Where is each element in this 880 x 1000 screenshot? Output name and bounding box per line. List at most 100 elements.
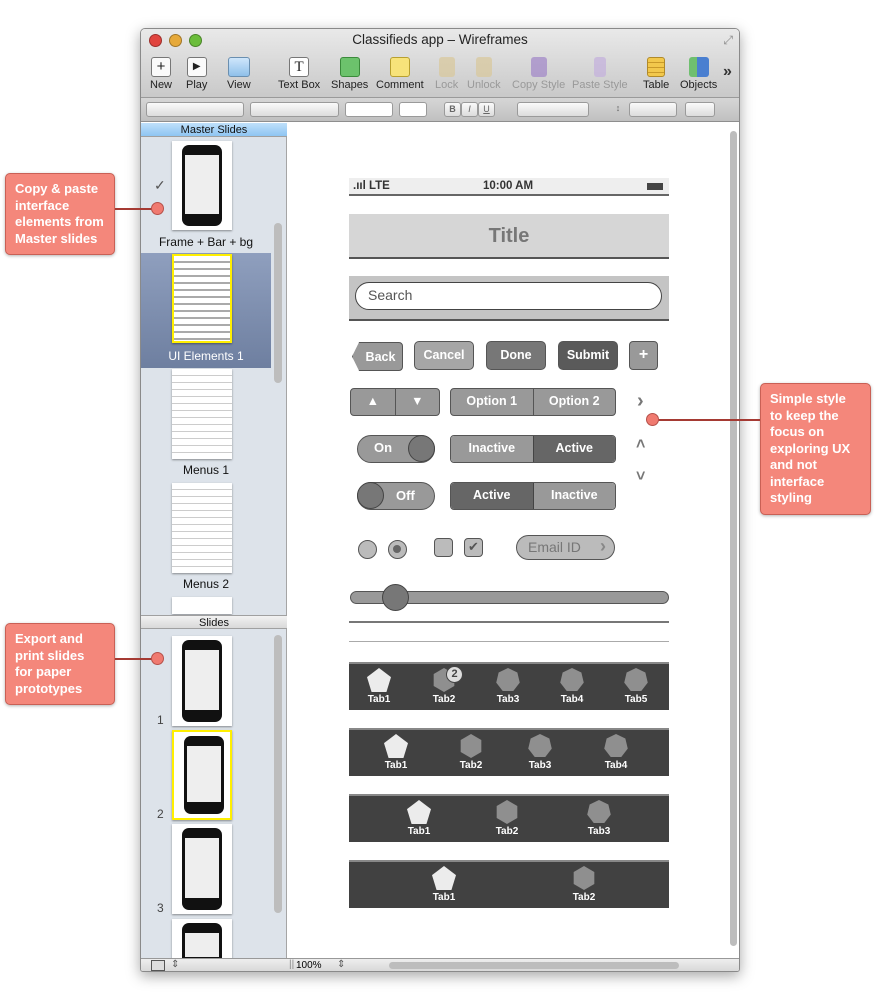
- toggle-on[interactable]: On: [357, 435, 435, 463]
- toolbar-comment[interactable]: Comment: [376, 57, 424, 91]
- checkbox-unchecked[interactable]: [434, 538, 453, 557]
- checkbox-checked[interactable]: ✔: [464, 538, 483, 557]
- slide-thumb-2[interactable]: [172, 730, 232, 820]
- tab-item[interactable]: Tab2: [451, 734, 491, 771]
- zoom-stepper-icon[interactable]: ⇕: [337, 959, 346, 970]
- color-well[interactable]: [399, 102, 427, 117]
- tab-item[interactable]: Tab1: [424, 866, 464, 903]
- chevron-right-icon: ›: [600, 536, 606, 556]
- tab-item[interactable]: Tab2: [487, 800, 527, 837]
- email-field[interactable]: Email ID ›: [516, 535, 615, 560]
- slide-thumb-3[interactable]: [172, 824, 232, 914]
- radio-unselected[interactable]: [358, 540, 377, 559]
- option-1[interactable]: Option 1: [451, 389, 534, 415]
- copy-style-icon: [530, 57, 547, 77]
- tab-item[interactable]: Tab3: [520, 734, 560, 771]
- radio-selected[interactable]: [388, 540, 407, 559]
- slide-thumb-4[interactable]: [172, 919, 232, 969]
- fullscreen-icon[interactable]: ⤢: [723, 33, 733, 47]
- tab-item[interactable]: Tab1: [359, 668, 399, 705]
- up-down-stepper[interactable]: ▲▼: [350, 388, 440, 416]
- master-thumb-ui-elements[interactable]: [172, 254, 232, 343]
- slide-thumb-1[interactable]: [172, 636, 232, 726]
- tab-item[interactable]: Tab4: [596, 734, 636, 771]
- slider[interactable]: [350, 584, 669, 611]
- toolbar-play[interactable]: ▶Play: [186, 57, 207, 91]
- bold-button[interactable]: B: [444, 102, 461, 117]
- horizontal-scrollbar[interactable]: [389, 962, 679, 969]
- toolbar-view[interactable]: View: [227, 57, 251, 91]
- tab-item[interactable]: Tab5: [616, 668, 656, 705]
- style-select[interactable]: [146, 102, 244, 117]
- master-thumb-menus2[interactable]: [172, 483, 232, 573]
- presenter-icon[interactable]: [151, 960, 165, 971]
- option-segmented-control[interactable]: Option 1 Option 2: [450, 388, 616, 416]
- up-arrow-button[interactable]: ▲: [351, 389, 396, 415]
- master-thumb-partial[interactable]: [172, 597, 232, 614]
- tab-item[interactable]: Tab3: [488, 668, 528, 705]
- font-select[interactable]: [250, 102, 339, 117]
- tab-item[interactable]: Tab1: [376, 734, 416, 771]
- toolbar-unlock[interactable]: Unlock: [467, 57, 501, 91]
- done-button[interactable]: Done: [486, 341, 546, 370]
- tab-label: Tab4: [604, 760, 628, 771]
- slides-scrollbar[interactable]: [274, 635, 282, 913]
- columns-select[interactable]: [685, 102, 715, 117]
- callout-export-slides: Export and print slides for paper protot…: [5, 623, 115, 705]
- down-arrow-button[interactable]: ▼: [411, 394, 424, 408]
- submit-button[interactable]: Submit: [558, 341, 618, 370]
- tab-item[interactable]: Tab1: [399, 800, 439, 837]
- pentagon-icon: [384, 734, 408, 758]
- zoom-button[interactable]: [189, 34, 202, 47]
- toolbar-overflow-button[interactable]: »: [723, 63, 732, 80]
- tab-item[interactable]: Tab4: [552, 668, 592, 705]
- split-handle[interactable]: ||: [289, 959, 295, 970]
- toolbar-shapes[interactable]: Shapes: [331, 57, 368, 91]
- segment-inactive[interactable]: Inactive: [533, 483, 615, 509]
- toolbar-table[interactable]: Table: [643, 57, 669, 91]
- segment-inactive[interactable]: Inactive: [451, 436, 533, 462]
- toolbar-paste-style[interactable]: Paste Style: [572, 57, 628, 91]
- tab-item[interactable]: Tab3: [579, 800, 619, 837]
- toolbar-objects[interactable]: Objects: [680, 57, 717, 91]
- canvas-scrollbar[interactable]: [730, 131, 737, 946]
- toolbar-label: Lock: [435, 79, 459, 91]
- underline-button[interactable]: U: [478, 102, 495, 117]
- hexagon-icon: [460, 734, 482, 758]
- callout-master-slides: Copy & paste interface elements from Mas…: [5, 173, 115, 255]
- master-scrollbar[interactable]: [274, 223, 282, 383]
- callout-dot: [151, 652, 164, 665]
- segment-active[interactable]: Active: [532, 436, 615, 462]
- back-button[interactable]: Back: [352, 342, 403, 371]
- callout-dot: [646, 413, 659, 426]
- option-2[interactable]: Option 2: [548, 394, 600, 408]
- add-button[interactable]: +: [629, 341, 658, 370]
- chevron-down-icon[interactable]: ˅: [636, 468, 646, 485]
- master-thumb-frame[interactable]: [172, 141, 232, 230]
- alignment-buttons[interactable]: [517, 102, 589, 117]
- slider-knob[interactable]: [381, 584, 409, 611]
- toggle-off[interactable]: Off: [357, 482, 435, 510]
- view-icon: [227, 57, 250, 77]
- chevron-up-icon[interactable]: ˄: [636, 436, 646, 453]
- minimize-button[interactable]: [169, 34, 182, 47]
- toolbar-lock[interactable]: Lock: [435, 57, 458, 91]
- segment-active[interactable]: Active: [451, 483, 534, 509]
- toolbar-new[interactable]: +New: [150, 57, 172, 91]
- toolbar-copy-style[interactable]: Copy Style: [512, 57, 565, 91]
- stepper-icon[interactable]: ⇕: [171, 959, 180, 970]
- font-size-select[interactable]: [345, 102, 393, 117]
- search-input[interactable]: Search: [355, 282, 662, 310]
- chevron-right-icon[interactable]: ›: [637, 390, 644, 412]
- italic-button[interactable]: I: [461, 102, 478, 117]
- close-button[interactable]: [149, 34, 162, 47]
- cancel-button[interactable]: Cancel: [414, 341, 474, 370]
- zoom-level[interactable]: 100%: [296, 960, 322, 971]
- spacing-select[interactable]: [629, 102, 677, 117]
- tab-item[interactable]: Tab2: [564, 866, 604, 903]
- master-thumb-menus1[interactable]: [172, 369, 232, 459]
